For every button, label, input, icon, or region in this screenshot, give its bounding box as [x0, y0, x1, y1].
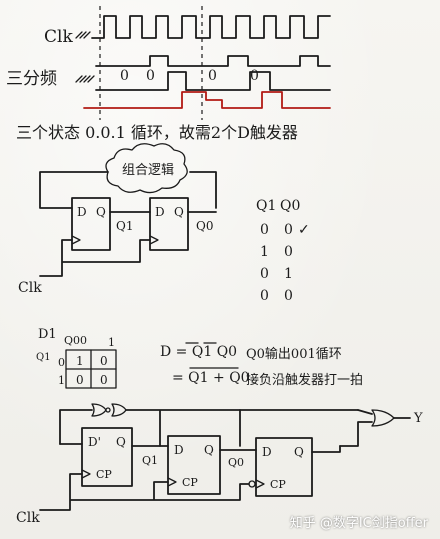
ff2-d: D	[155, 205, 165, 219]
state-header-q0: Q0	[280, 198, 300, 214]
ff2-q: Q	[174, 205, 184, 219]
clk-waveform	[91, 15, 331, 39]
equation-line2: = Q1 + Q0	[172, 370, 250, 386]
cloud-wire-right	[189, 171, 217, 209]
q0-waveform	[95, 71, 331, 91]
or-gate-output	[371, 409, 395, 427]
state-row2-q1: 1	[260, 244, 269, 260]
logic-cloud	[105, 143, 188, 194]
wave-value-4: 0	[250, 68, 259, 84]
wave-value-2: 0	[146, 68, 155, 84]
circuit1-q0: Q0	[196, 219, 213, 233]
c2-flipflop-3	[255, 437, 313, 497]
divider-hatch	[75, 75, 95, 83]
equation-note2: 接负沿触发器打一拍	[246, 372, 363, 388]
c2-ff1-clock-triangle	[81, 469, 91, 479]
flipflop-1	[71, 197, 111, 251]
circuit2-y: Y	[413, 411, 423, 426]
c2-ff3-d: D	[262, 445, 272, 459]
kmap-cell-01: 0	[100, 354, 108, 368]
kmap-col-header: Q00	[64, 334, 87, 347]
kmap-side-mark: Q1	[36, 352, 51, 363]
state-row4-q1: 0	[260, 288, 269, 304]
heading-text: 三个状态 0.0.1 循环，故需2个D触发器	[16, 123, 298, 142]
state-row2-q0: 0	[284, 244, 293, 260]
c2-ff2-cp: CP	[182, 476, 198, 489]
c2-ff2-d: D	[174, 443, 184, 457]
circuit1-q1: Q1	[116, 219, 133, 233]
state-row1-q0: 0	[284, 222, 293, 238]
circuit1-clock-wire	[39, 239, 151, 277]
kmap-cell-00: 1	[76, 354, 84, 368]
equation-note1: Q0输出001循环	[246, 346, 342, 362]
clk-label: Clk	[44, 27, 73, 47]
c2-clock-bus	[39, 473, 250, 511]
c2-flipflop-1	[81, 427, 133, 487]
c2-flipflop-2	[167, 435, 221, 495]
state-row4-q0: 0	[284, 288, 293, 304]
nor-gate-left	[91, 403, 107, 417]
c2-ff2-q: Q	[204, 443, 214, 457]
ff1-d: D	[77, 205, 87, 219]
state-row3-q0: 1	[284, 266, 293, 282]
state-row1-check: ✓	[298, 222, 310, 238]
state-header-q1: Q1	[256, 198, 276, 214]
c2-ff1-q: Q	[116, 435, 126, 449]
cloud-label: 组合逻辑	[122, 163, 174, 178]
c2-ff3-clock-triangle	[255, 479, 265, 489]
equation-line1: D = Q1 Q0	[160, 344, 237, 360]
watermark-text: 知乎 @数字IC剑指offer	[289, 516, 428, 531]
c2-or-input	[339, 421, 373, 447]
wave-value-3: 0	[208, 68, 217, 84]
divider-label: 三分频	[6, 69, 57, 89]
ff1-q: Q	[96, 205, 106, 219]
kmap-cell-11: 0	[100, 373, 108, 387]
kmap-cell-10: 0	[76, 373, 84, 387]
circuit2-q1: Q1	[142, 454, 158, 467]
watermark: 知乎 @数字IC剑指offer	[290, 512, 428, 531]
c2-ff3-output	[311, 445, 341, 453]
wave-value-1: 0	[120, 68, 129, 84]
cloud-wire-left	[39, 171, 109, 209]
ff1-clock-triangle	[71, 235, 81, 245]
state-row1-q1: 0	[260, 222, 269, 238]
circuit2-q0: Q0	[228, 456, 244, 469]
kmap-label: D1	[38, 327, 57, 342]
c2-ff3-q: Q	[294, 445, 304, 459]
output-waveform-red	[83, 91, 331, 109]
circuit2-clk: Clk	[16, 510, 40, 526]
state-row3-q1: 0	[260, 266, 269, 282]
c2-ff3-cp: CP	[270, 478, 286, 491]
ff2-clock-triangle	[149, 235, 159, 245]
nor-gate-right	[111, 403, 127, 417]
flipflop-2	[149, 197, 189, 251]
c2-ff1-cp: CP	[96, 468, 112, 481]
kmap-col-1: 1	[108, 336, 115, 349]
c2-feedback-top	[125, 409, 241, 447]
c2-feedback-left	[59, 409, 93, 445]
c2-ff2-clock-triangle	[167, 477, 177, 487]
q1-waveform	[95, 55, 331, 67]
clk-hatch	[75, 31, 91, 39]
c2-output-wire	[357, 409, 411, 419]
nor-gate-bubble	[105, 407, 111, 413]
c2-ff1-d: D'	[88, 435, 101, 449]
kmap-row-0: 0	[58, 356, 65, 369]
circuit1-clk: Clk	[18, 280, 42, 296]
kmap-row-1: 1	[58, 374, 65, 387]
